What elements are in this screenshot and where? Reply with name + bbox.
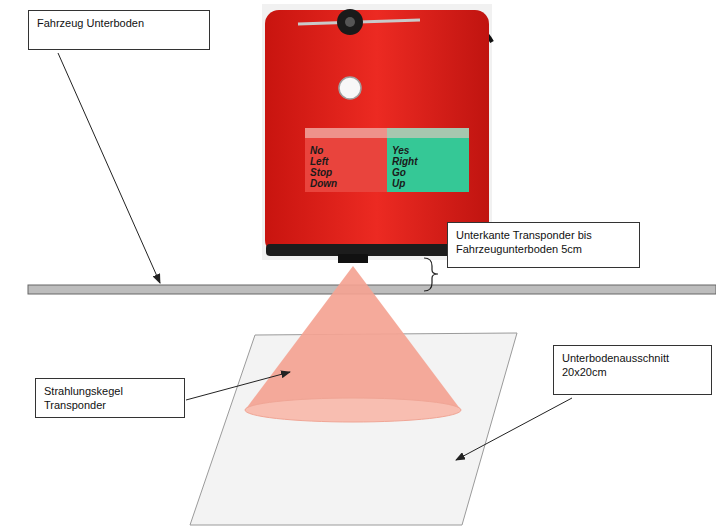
callout-text: Unterkante Transponder bis Fahrzeugunter… [456, 228, 631, 256]
callout-box: Fahrzeug Unterboden [28, 10, 210, 50]
dimension-bracket [424, 258, 438, 291]
radiation-cone [245, 266, 461, 410]
transponder-body [265, 10, 489, 254]
callout-text: Fahrzeug Unterboden [37, 16, 201, 30]
led [339, 77, 361, 99]
leader-arrow [186, 372, 290, 400]
callout-text: Strahlungskegel Transponder [44, 384, 176, 412]
callout-box: Unterbodenausschnitt 20x20cm [553, 345, 712, 395]
sensor-window [338, 254, 368, 263]
device-label-text: Yes Right Go Up [392, 145, 418, 189]
callout-text: Unterbodenausschnitt 20x20cm [562, 351, 703, 379]
sticker-header [305, 128, 469, 138]
leader-arrow [456, 398, 572, 460]
clip-knob [337, 9, 363, 35]
device-label-text: No Left Stop Down [310, 145, 337, 189]
cone-base [245, 398, 461, 422]
callout-box: Unterkante Transponder bis Fahrzeugunter… [447, 222, 640, 268]
leader-arrow [58, 53, 160, 283]
clip-knob-center [345, 17, 355, 27]
callout-box: Strahlungskegel Transponder [35, 378, 185, 418]
